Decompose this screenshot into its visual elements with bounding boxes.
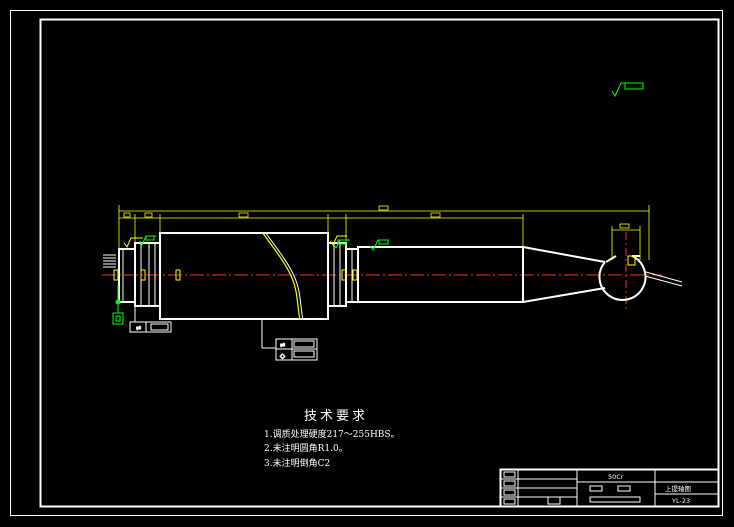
tech-requirement-2: 2.未注明圆角R1.0。 [264, 442, 348, 454]
break-line [261, 231, 301, 321]
tolerance-frame-middle: ≠ ◇ [261, 319, 318, 361]
tech-requirements: 技术要求 1.调质处理硬度217～255HBS。 2.未注明圆角R1.0。 3.… [264, 409, 400, 469]
roughness-symbols [123, 82, 644, 251]
title-block-material: 50Cr [608, 473, 624, 481]
svg-text:≠: ≠ [280, 341, 285, 349]
tech-requirement-3: 3.未注明倒角C2 [264, 457, 330, 469]
tech-requirement-1: 1.调质处理硬度217～255HBS。 [264, 428, 400, 440]
title-block [499, 468, 720, 508]
tech-requirements-heading: 技术要求 [304, 409, 368, 424]
outer-border [10, 10, 723, 516]
tolerance-frame-left: ≠ [129, 306, 172, 333]
drawing-frame [39, 18, 720, 508]
key-slots [113, 255, 636, 281]
shaft-outline [118, 232, 683, 320]
title-block-drawing-number: YL-23 [671, 497, 690, 505]
keyway-hatch [103, 254, 116, 268]
datum-marker [112, 285, 124, 325]
svg-text:≠: ≠ [136, 324, 141, 332]
title-block-part-name: 上提轴图 [665, 484, 691, 493]
svg-text:◇: ◇ [280, 352, 285, 360]
